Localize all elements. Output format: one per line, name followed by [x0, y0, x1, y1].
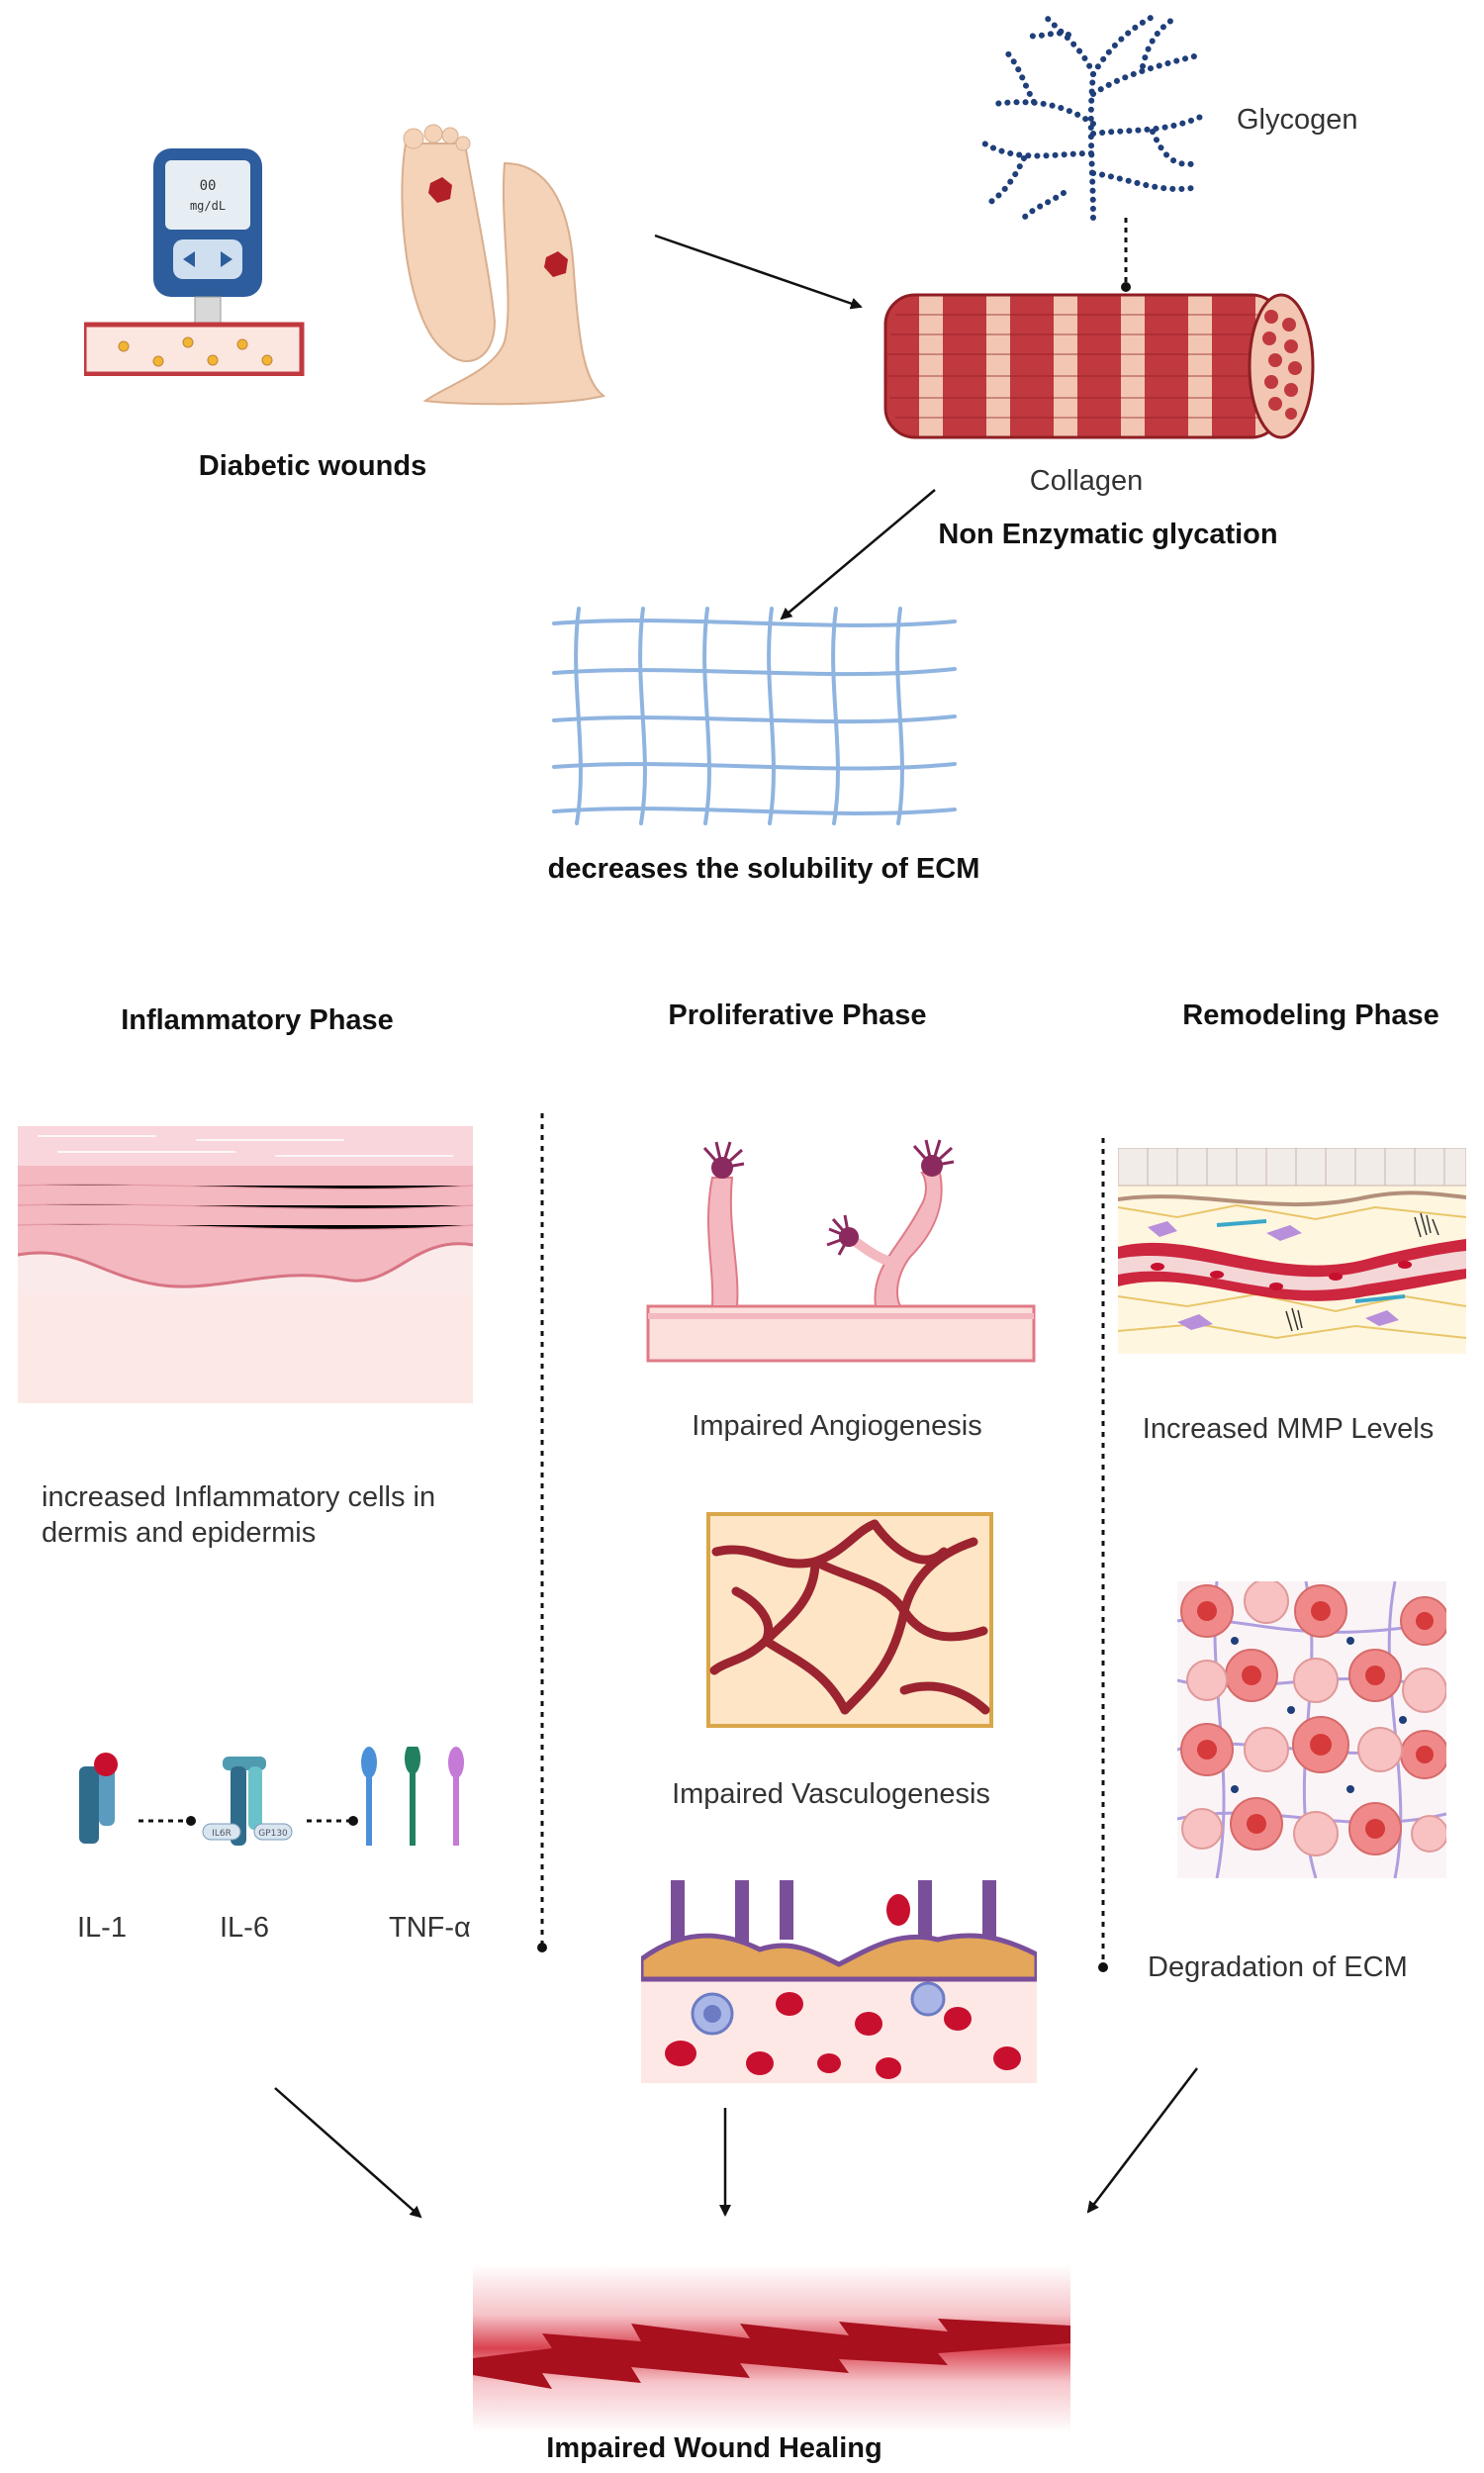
svg-text:GP130: GP130: [258, 1829, 288, 1839]
cytokine-receptors-illustration: IL6R GP130: [79, 1747, 464, 1846]
foot-sole: [401, 143, 497, 362]
wound-tear: [473, 2319, 1070, 2389]
cell-cluster: [1180, 1581, 1446, 1856]
glucometer-unit: mg/dL: [190, 199, 226, 213]
glucometer-illustration: 00 mg/dL: [84, 148, 305, 376]
mmp-tissue-illustration: [1118, 1148, 1466, 1354]
ecm-solubility-label: decreases the solubility of ECM: [547, 853, 980, 885]
wound-icon: [428, 177, 452, 203]
impaired-healing-illustration: [473, 2264, 1070, 2432]
il6-receptor-icon: IL6R GP130: [202, 1757, 293, 1846]
il1-receptor-icon: [79, 1753, 118, 1844]
wound-icon: [544, 251, 568, 277]
arrow-inflammatory-to-outcome: [274, 2087, 422, 2219]
ecm-mesh-illustration: [552, 607, 957, 825]
impaired-wound-healing-label: Impaired Wound Healing: [546, 2432, 882, 2464]
arrow-remodeling-to-outcome: [1086, 2067, 1198, 2214]
glucometer-screen: [165, 160, 250, 230]
arrow-foot-to-collagen: [654, 234, 863, 310]
degradation-ecm-label: Degradation of ECM: [1148, 1951, 1408, 1983]
tnf-alpha-icon: [361, 1747, 464, 1846]
svg-text:IL6R: IL6R: [212, 1829, 232, 1839]
il1-label: IL-1: [77, 1912, 127, 1944]
blood-vessel-strip: [84, 322, 305, 376]
angiogenesis-illustration: [646, 1139, 1036, 1363]
diabetic-foot-illustration: [401, 124, 606, 406]
degraded-ecm-illustration: [1177, 1581, 1446, 1878]
tip-cell-icon: [702, 1139, 955, 1256]
glycogen-label: Glycogen: [1237, 104, 1358, 136]
glucometer-buttons: [173, 239, 242, 279]
leg: [422, 161, 606, 406]
inflammatory-phase-title: Inflammatory Phase: [121, 1004, 394, 1036]
inflammatory-description: increased Inflammatory cells in dermis a…: [42, 1481, 436, 1549]
collagen-bundle: [883, 293, 1283, 439]
dermis-layer: [18, 1294, 473, 1403]
diabetic-wounds-label: Diabetic wounds: [198, 450, 427, 482]
arrow-collagen-to-ecm: [780, 489, 936, 620]
tnf-alpha-label: TNF-α: [389, 1912, 471, 1944]
skin-layers-illustration: [18, 1126, 473, 1403]
impaired-vasculogenesis-label: Impaired Vasculogenesis: [672, 1778, 990, 1810]
vasculogenesis-illustration: [706, 1512, 993, 1728]
remodeling-phase-title: Remodeling Phase: [1182, 999, 1439, 1031]
collagen-bundle-illustration: [883, 293, 1315, 439]
proliferative-phase-title: Proliferative Phase: [668, 999, 927, 1031]
glycogen-illustration: [981, 12, 1210, 221]
non-enzymatic-glycation-label: Non Enzymatic glycation: [938, 519, 1278, 550]
endothelial-layer-illustration: [641, 1880, 1037, 2083]
fibroblast-icon: [1148, 1221, 1399, 1330]
increased-mmp-label: Increased MMP Levels: [1142, 1413, 1435, 1445]
blood-vessel: [1118, 1239, 1466, 1301]
il6-label: IL-6: [220, 1912, 269, 1944]
collagen-label: Collagen: [1029, 465, 1144, 497]
red-blood-cell-icon: [665, 1894, 1021, 2079]
glucometer-value: 00: [200, 178, 217, 194]
impaired-angiogenesis-label: Impaired Angiogenesis: [692, 1410, 982, 1442]
